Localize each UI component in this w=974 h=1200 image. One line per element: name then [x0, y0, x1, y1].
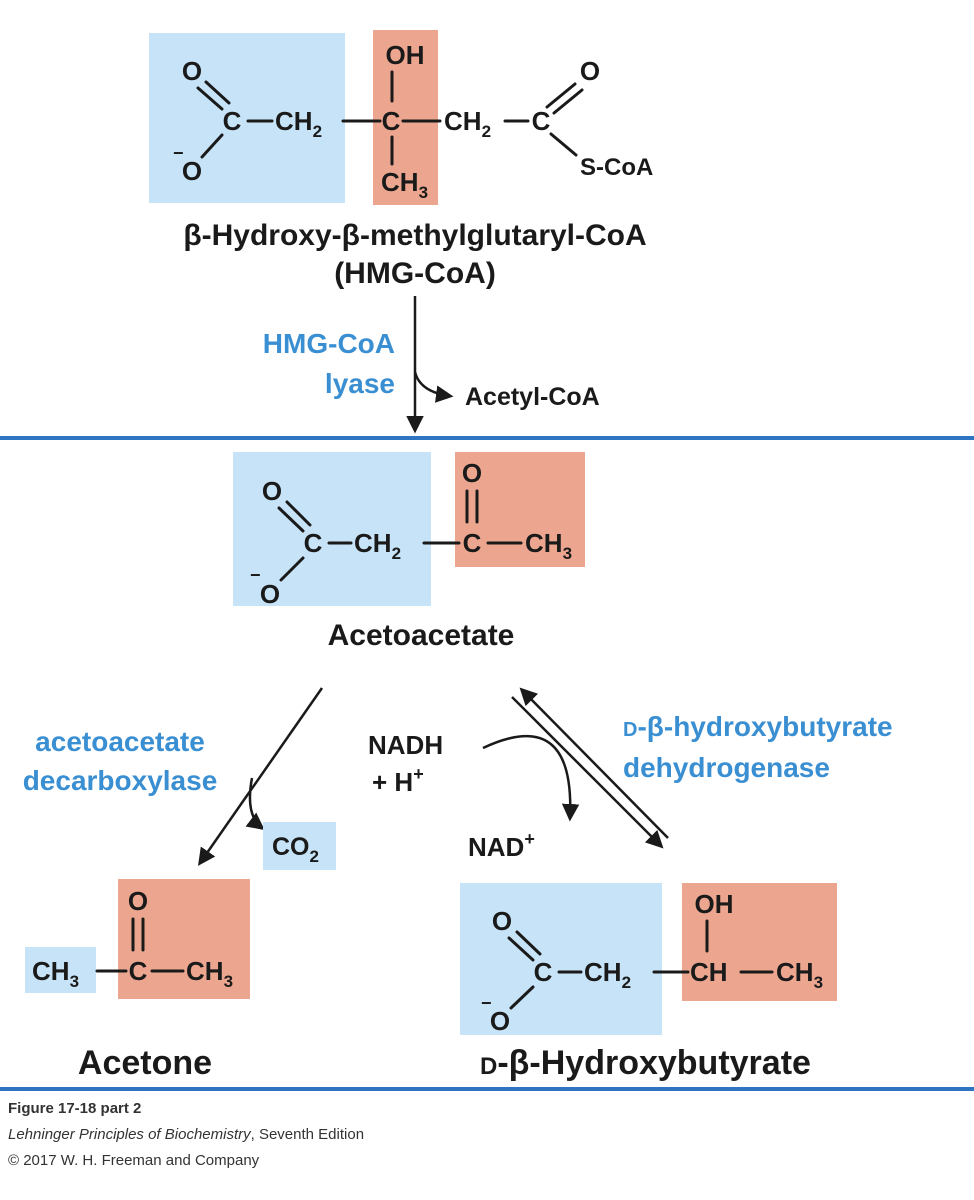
acetyl-coa-label: Acetyl-CoA [465, 383, 600, 411]
aa-c2: C [463, 528, 482, 558]
nadh-cofactor-arrow [482, 734, 580, 822]
bond [200, 133, 224, 159]
hmg-ch3: CH3 [381, 167, 428, 202]
acetone-ch3-left: CH3 [32, 956, 79, 991]
hb-minus: − [481, 993, 492, 1013]
acetone-structure: CH3 O C CH3 Acetone [25, 879, 250, 1082]
acetone-ch3-right: CH3 [186, 956, 233, 991]
hydroxybutyrate-name: D-β-Hydroxybutyrate [480, 1044, 811, 1082]
hb-oh: OH [695, 889, 734, 919]
lyase-step: HMG-CoA lyase Acetyl-CoA [263, 296, 600, 434]
bond [279, 556, 305, 582]
aa-o-minus: O [260, 579, 280, 609]
acetone-o: O [128, 886, 148, 916]
bond [552, 88, 584, 115]
acetone-keto-highlight [118, 879, 250, 999]
hmg-coa-name: β-Hydroxy-β-methylglutaryl-CoA [183, 219, 646, 252]
acetoacetate-carboxylate-highlight [233, 452, 431, 606]
hb-o-minus: O [490, 1006, 510, 1036]
figure-number: Figure 17-18 part 2 [8, 1100, 141, 1117]
hmg-coa-lyase-label-2: lyase [325, 368, 395, 399]
hmg-coa-abbrev: (HMG-CoA) [334, 257, 496, 290]
hmg-o-minus: O [182, 156, 202, 186]
copyright: © 2017 W. H. Freeman and Company [8, 1152, 260, 1169]
acetyl-coa-release-arrow [413, 371, 454, 403]
nadh-label: NADH [368, 730, 443, 760]
acetoacetate-name: Acetoacetate [328, 619, 515, 652]
bond [285, 500, 312, 527]
book-citation: Lehninger Principles of Biochemistry, Se… [8, 1126, 364, 1143]
hmg-coa-lyase-label-1: HMG-CoA [263, 328, 395, 359]
hmg-hydroxymethyl-highlight [373, 30, 438, 205]
hmg-coa-structure: O C − O CH2 OH C CH3 CH2 C O S-CoA β-Hyd… [149, 30, 653, 290]
hb-ch2: CH2 [584, 957, 631, 992]
hb-ch3: CH3 [776, 957, 823, 992]
decarboxylase-label-2: decarboxylase [23, 765, 218, 796]
co2-label: CO2 [272, 833, 319, 866]
decarboxylase-arrow [197, 687, 324, 866]
h-plus-label: + H+ [372, 764, 424, 797]
hmg-c2: C [382, 106, 401, 136]
hmg-o-top: O [182, 56, 202, 86]
hb-ch: CH [690, 957, 728, 987]
aa-ch3: CH3 [525, 528, 572, 563]
reverse-oxidation-arrow [519, 687, 669, 839]
co2-highlight [263, 822, 336, 870]
hb-c1: C [534, 957, 553, 987]
hb-carboxylate-highlight [460, 883, 662, 1035]
bond [515, 930, 542, 956]
nad-plus-label: NAD+ [468, 829, 535, 862]
bond [277, 506, 305, 533]
aa-ch2: CH2 [354, 528, 401, 563]
hmg-o-right: O [580, 56, 600, 86]
bond [545, 82, 577, 109]
aa-minus: − [250, 565, 261, 585]
hmg-ch2-b: CH2 [444, 106, 491, 141]
hmg-s-coa: S-CoA [580, 154, 653, 181]
co2-release-arrow [245, 777, 265, 831]
figure-caption: Figure 17-18 part 2 Lehninger Principles… [8, 1100, 364, 1169]
bond [509, 985, 535, 1010]
aa-o-keto: O [462, 458, 482, 488]
hmg-c3: C [532, 106, 551, 136]
hmg-minus: − [173, 143, 184, 163]
hmg-ch2-a: CH2 [275, 106, 322, 141]
forward-reduction-arrow [511, 696, 664, 849]
dehydrogenase-label-1: D-β-hydroxybutyrate [623, 711, 893, 742]
hmg-oh: OH [386, 40, 425, 70]
decarboxylase-step: acetoacetate decarboxylase CO2 [23, 687, 336, 870]
dehydrogenase-label-2: dehydrogenase [623, 752, 830, 783]
decarboxylase-label-1: acetoacetate [35, 726, 205, 757]
dehydrogenase-step: NADH + H+ NAD+ D-β-hydroxybutyrate dehyd… [368, 687, 893, 862]
bond [204, 80, 231, 105]
bond [507, 936, 535, 962]
bond [196, 86, 224, 111]
acetoacetate-structure: O C − O CH2 O C CH3 Acetoacetate [233, 452, 585, 652]
aa-c1: C [304, 528, 323, 558]
acetone-methyl-highlight [25, 947, 96, 993]
acetone-name: Acetone [78, 1044, 212, 1082]
aa-o-top: O [262, 476, 282, 506]
hmg-carboxylate-highlight [149, 33, 345, 203]
hmg-c1: C [223, 106, 242, 136]
hydroxybutyrate-structure: O C − O CH2 OH CH CH3 D-β-Hydroxybutyrat… [460, 883, 837, 1082]
bond [549, 132, 578, 157]
hb-o-top: O [492, 906, 512, 936]
acetone-c: C [129, 956, 148, 986]
